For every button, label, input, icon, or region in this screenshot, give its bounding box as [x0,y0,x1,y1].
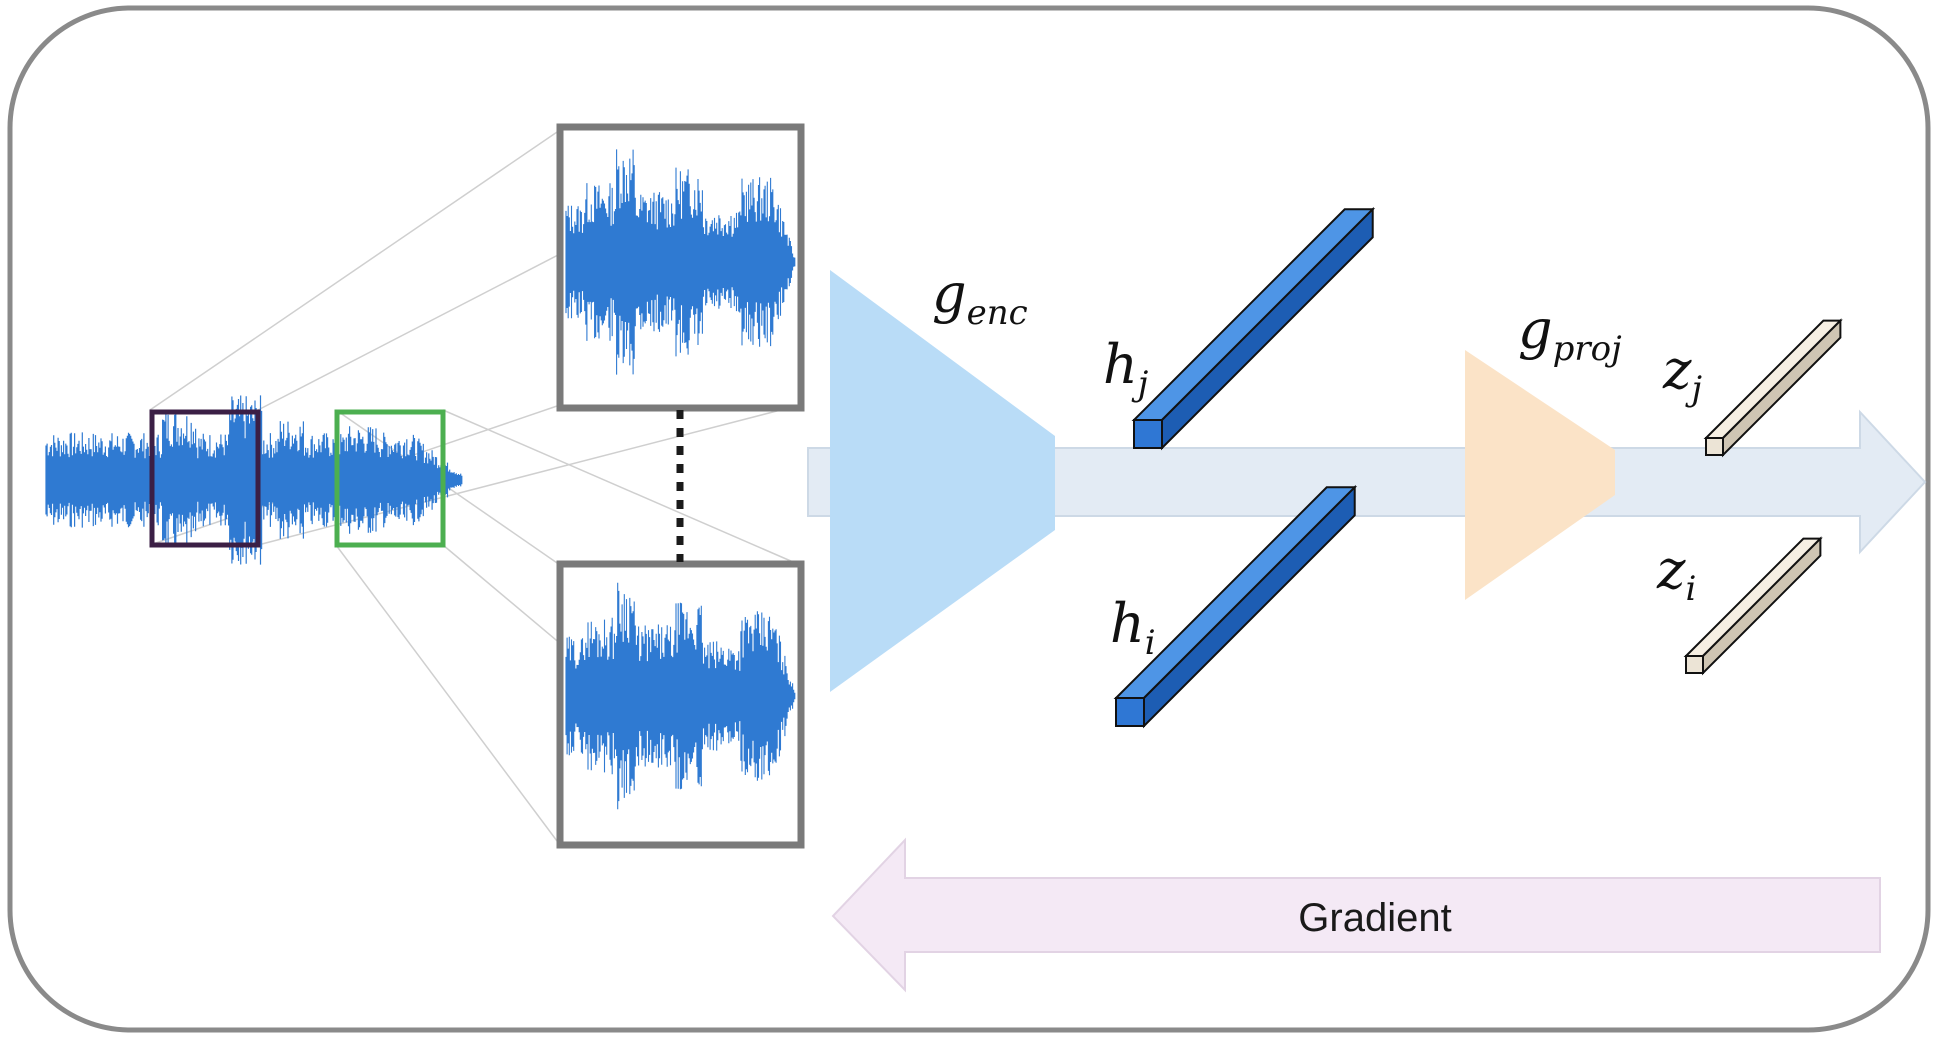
h-j-label: hj [1103,333,1149,404]
crop-box-purple [149,409,261,548]
augmented-view-top-waveform [565,149,796,375]
crop-line [335,544,561,846]
z-i-vector [1683,536,1823,676]
crop-box-green [334,409,446,548]
waveform-trace [565,149,796,375]
encoder-label: genc [932,262,1028,333]
gradient-label: Gradient [1298,896,1451,940]
h-j-vector [1131,206,1376,451]
z-i-label: zi [1656,538,1696,609]
waveform-trace [45,395,463,565]
projector-label: gproj [1518,298,1622,369]
input-waveform [45,395,463,565]
augmented-view-bottom-waveform [565,582,796,810]
z-j-label: zj [1662,338,1702,409]
waveform-trace [565,582,796,810]
bar-face-front [1685,655,1704,674]
encoder-trapezoid [830,270,1055,692]
gradient-arrow [831,837,1881,993]
bar-face-front [1705,437,1724,456]
crop-line [149,129,561,411]
bar-face-front [1133,419,1163,449]
projector-trapezoid [1465,350,1615,600]
z-j-vector [1703,318,1843,458]
h-i-vector [1113,484,1358,729]
crop-line [442,409,801,566]
bar-face-front [1115,697,1145,727]
h-i-label: hi [1110,592,1156,663]
